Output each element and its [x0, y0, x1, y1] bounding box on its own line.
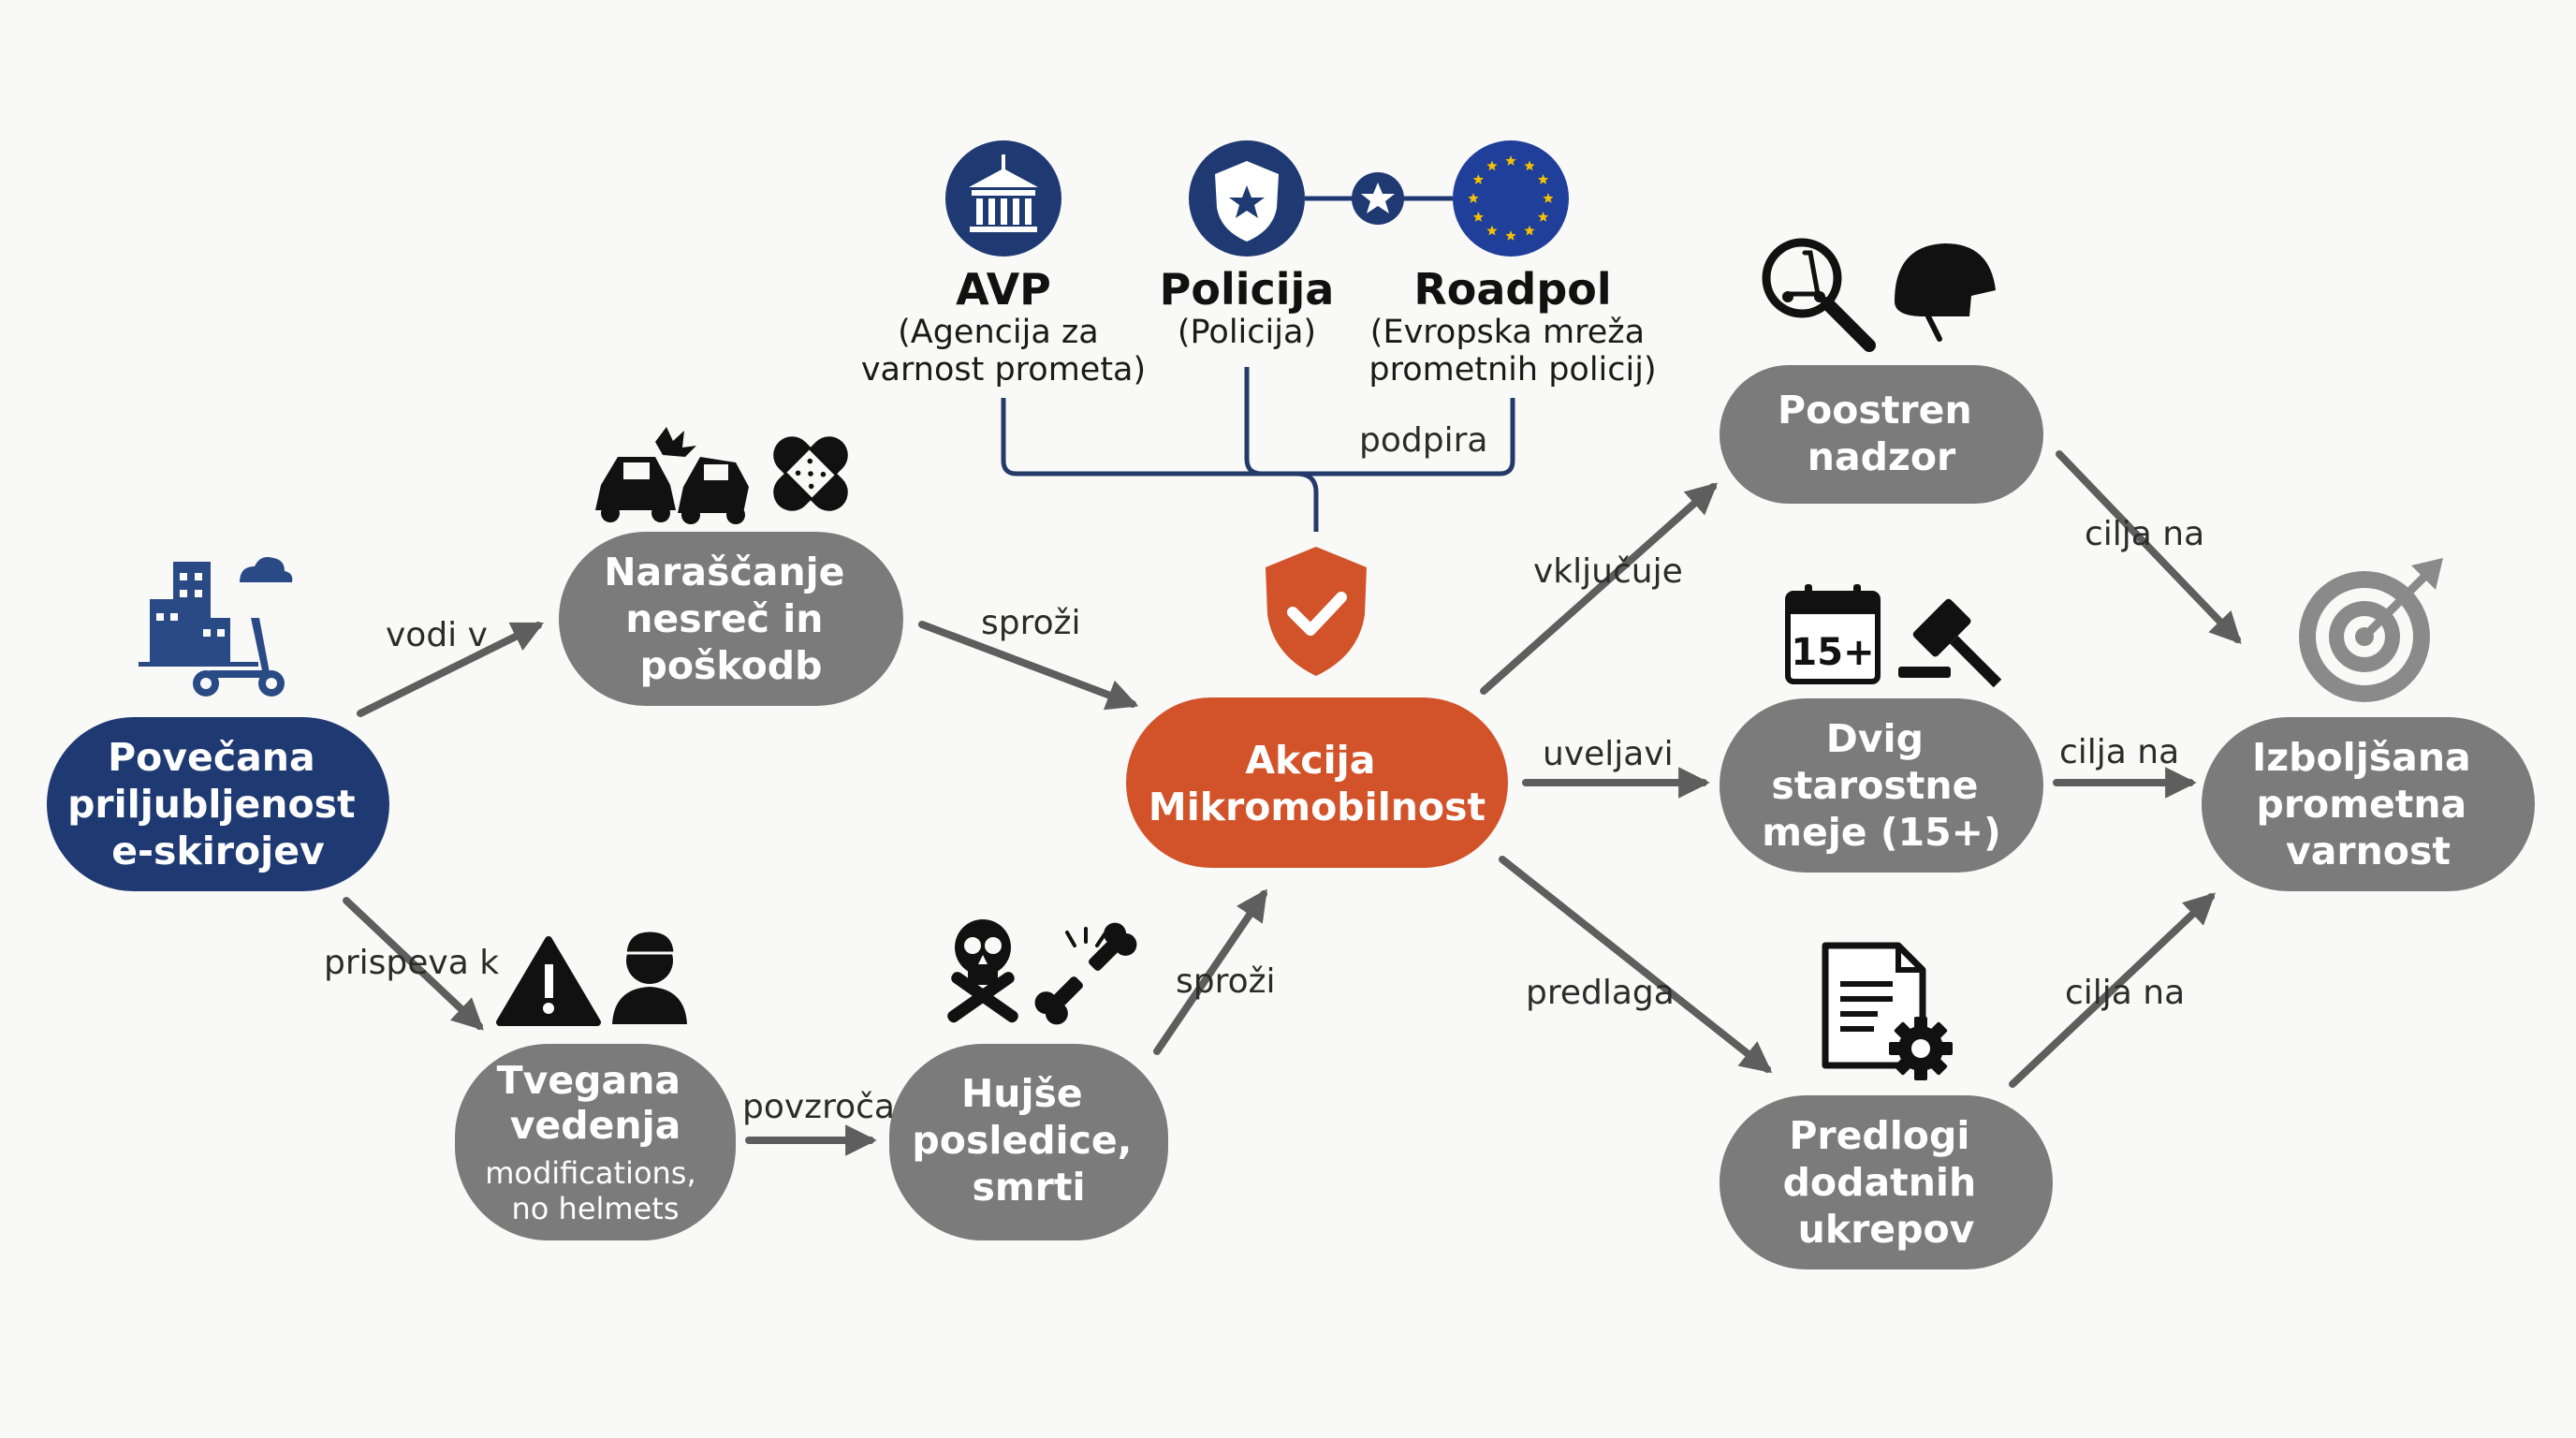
- star-link-icon: [1305, 172, 1453, 225]
- node-surveillance: Poostren nadzor: [1720, 365, 2043, 504]
- shield-check-icon: [1266, 547, 1367, 676]
- eu-star: [1505, 155, 1516, 166]
- edge-consequences-action: [1153, 888, 1267, 1055]
- target-icon: [2299, 558, 2443, 702]
- calendar-15-icon: 15+: [1785, 584, 1881, 684]
- node-consequences-text: Hujše posledice, smrti: [912, 1071, 1145, 1210]
- node-proposals-text: Predlogi dodatnih ukrepov: [1783, 1113, 1990, 1252]
- support-bracket: [1001, 367, 1515, 532]
- eu-star: [1472, 174, 1485, 184]
- edge-labels: vodi v prispeva k sproži povzroča sproži…: [324, 421, 2204, 1126]
- label-causes: povzroča: [742, 1088, 895, 1126]
- svg-text:15+: 15+: [1791, 631, 1874, 674]
- node-safety-text: Izboljšana prometna varnost: [2252, 735, 2484, 873]
- label-triggers-bottom: sproži: [1176, 962, 1276, 1001]
- label-aims-mid: cilja na: [2059, 733, 2179, 771]
- eu-star: [1524, 160, 1535, 171]
- org-police-name: Policija: [1160, 264, 1335, 315]
- edge-action-proposals: [1499, 856, 1773, 1074]
- node-proposals: Predlogi dodatnih ukrepov: [1720, 1095, 2053, 1269]
- police-badge-icon: [1189, 140, 1305, 257]
- org-avp-desc: (Agencija za varnost prometa): [861, 314, 1146, 389]
- node-consequences: Hujše posledice, smrti: [889, 1044, 1168, 1240]
- skull-crossbones-icon: [947, 919, 1018, 1023]
- node-risky-text: Tvegana vedenja: [497, 1058, 695, 1148]
- node-safety: Izboljšana prometna varnost: [2202, 717, 2535, 891]
- gavel-icon: [1898, 598, 2002, 688]
- edge-accidents-action: [918, 621, 1139, 711]
- helmet-icon: [1895, 243, 1996, 342]
- node-action: Akcija Mikromobilnost: [1126, 697, 1508, 868]
- eu-star: [1486, 160, 1498, 171]
- document-gear-icon: [1822, 942, 1953, 1080]
- government-building-icon: [945, 140, 1061, 257]
- eu-star: [1537, 212, 1549, 222]
- connectors: [343, 450, 2242, 1156]
- node-risky-subtext: modifications, no helmets: [485, 1155, 706, 1226]
- city-scooter-icon: [139, 557, 293, 697]
- label-triggers-top: sproži: [981, 604, 1081, 642]
- edge-surveillance-safety: [2056, 450, 2242, 644]
- org-roadpol-name: Roadpol: [1413, 264, 1611, 315]
- node-popularity-text: Povečana priljubljenost e-skirojev: [67, 735, 369, 873]
- eu-star: [1468, 193, 1479, 203]
- eu-star: [1505, 230, 1516, 241]
- node-age: Dvig starostne meje (15+): [1720, 698, 2043, 873]
- label-aims-top: cilja na: [2085, 515, 2204, 553]
- label-contributes-to: prispeva k: [324, 944, 499, 982]
- org-roadpol-desc: (Evropska mreža prometnih policij): [1368, 314, 1656, 389]
- label-includes: vključuje: [1533, 552, 1683, 591]
- eu-flag-icon: [1453, 140, 1569, 257]
- node-risky: Tvegana vedenja modifications, no helmet…: [455, 1044, 736, 1240]
- label-proposes: predlaga: [1526, 974, 1675, 1012]
- org-roadpol: Roadpol (Evropska mreža prometnih polici…: [1368, 140, 1657, 389]
- eu-star: [1543, 193, 1554, 203]
- bandage-icon: [773, 436, 848, 511]
- label-aims-bottom: cilja na: [2065, 974, 2185, 1012]
- node-accidents-text: Naraščanje nesreč in poškodb: [604, 550, 858, 688]
- edge-popularity-accidents: [357, 622, 545, 717]
- warning-icon: [496, 936, 601, 1026]
- edge-popularity-risky: [343, 897, 484, 1031]
- label-enforces: uveljavi: [1543, 735, 1674, 773]
- edge-action-surveillance: [1480, 482, 1719, 695]
- car-crash-icon: [595, 427, 749, 524]
- eu-star: [1524, 225, 1535, 236]
- node-popularity: Povečana priljubljenost e-skirojev: [47, 717, 389, 891]
- label-support: podpira: [1359, 421, 1487, 460]
- org-avp: AVP (Agencija za varnost prometa): [861, 140, 1146, 389]
- node-accidents: Naraščanje nesreč in poškodb: [559, 532, 903, 706]
- eu-star: [1537, 174, 1549, 184]
- org-police: Policija (Policija): [1160, 140, 1335, 351]
- edge-proposals-safety: [2009, 892, 2216, 1088]
- node-action-text: Akcija Mikromobilnost: [1149, 738, 1486, 829]
- org-police-desc: (Policija): [1178, 314, 1316, 351]
- node-surveillance-text: Poostren nadzor: [1778, 388, 1985, 479]
- org-avp-name: AVP: [956, 264, 1051, 315]
- node-age-text: Dvig starostne meje (15+): [1762, 716, 2001, 855]
- broken-bone-icon: [1034, 922, 1137, 1025]
- eu-star: [1486, 225, 1498, 236]
- label-leads-to: vodi v: [386, 616, 488, 654]
- rider-icon: [612, 929, 687, 1024]
- eu-star: [1472, 212, 1485, 222]
- magnifier-scooter-icon: [1762, 238, 1876, 352]
